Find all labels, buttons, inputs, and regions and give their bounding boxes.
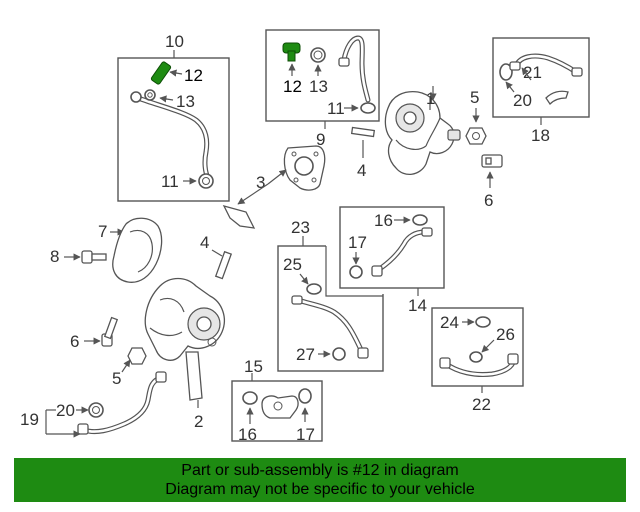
bolt-12-highlight-left[interactable]: [150, 61, 172, 85]
heat-shield-7[interactable]: [112, 217, 163, 283]
callout-1[interactable]: 1: [426, 89, 435, 108]
washer-26[interactable]: [469, 351, 483, 363]
box-14-group: 14 16 17: [339, 206, 445, 315]
washer-27[interactable]: [332, 347, 346, 361]
callout-14[interactable]: 14: [408, 296, 427, 315]
banner-line-2: Diagram may not be specific to your vehi…: [165, 481, 475, 498]
washer-16-lower[interactable]: [242, 391, 258, 405]
callout-22[interactable]: 22: [472, 395, 491, 414]
callout-10[interactable]: 10: [165, 32, 184, 51]
nut-5-left[interactable]: [127, 347, 147, 365]
adapter-15[interactable]: [261, 395, 299, 419]
callout-27[interactable]: 27: [296, 345, 315, 364]
callout-8[interactable]: 8: [50, 247, 59, 266]
parts-diagram: 10 12 13 11 9 12 13 11: [20, 29, 590, 444]
callout-4-upper[interactable]: 4: [357, 161, 366, 180]
turbocharger-2[interactable]: [144, 277, 225, 401]
box-9-group: 9 12 13 11: [265, 29, 380, 149]
box-18-group: 18 21 20: [492, 37, 590, 145]
callout-17-lower[interactable]: 17: [296, 425, 315, 444]
stud-4-upper[interactable]: [350, 126, 376, 138]
callout-18[interactable]: 18: [531, 126, 550, 145]
callout-7[interactable]: 7: [98, 222, 107, 241]
box-10-group: 10 12 13 11: [117, 32, 230, 202]
callout-15[interactable]: 15: [244, 357, 263, 376]
callout-3[interactable]: 3: [256, 173, 265, 192]
callout-17-upper[interactable]: 17: [348, 233, 367, 252]
callout-11-left[interactable]: 11: [161, 172, 179, 191]
callout-26[interactable]: 26: [496, 325, 515, 344]
callout-12-left[interactable]: 12: [184, 66, 203, 85]
washer-24[interactable]: [475, 316, 491, 328]
callout-16-upper[interactable]: 16: [374, 211, 393, 230]
washer-25[interactable]: [306, 283, 322, 295]
callout-19[interactable]: 19: [20, 410, 39, 429]
callout-20-left[interactable]: 20: [56, 401, 75, 420]
callout-6-left[interactable]: 6: [70, 332, 79, 351]
bolt-8[interactable]: [81, 250, 93, 264]
bracket-3[interactable]: [222, 204, 256, 229]
washer-11-left[interactable]: [198, 173, 214, 189]
callout-13-left[interactable]: 13: [176, 92, 195, 111]
bolt-6-right[interactable]: [481, 154, 503, 168]
gasket-20-left[interactable]: [88, 402, 104, 418]
callout-12-center[interactable]: 12: [283, 77, 302, 96]
box-22-group: 22 24 26: [431, 307, 524, 414]
callout-6-right[interactable]: 6: [484, 191, 493, 210]
stud-4-lower[interactable]: [214, 250, 233, 280]
callout-4-lower[interactable]: 4: [200, 233, 209, 252]
callout-16-lower[interactable]: 16: [238, 425, 257, 444]
callout-9[interactable]: 9: [316, 130, 325, 149]
callout-23[interactable]: 23: [291, 218, 310, 237]
callout-25[interactable]: 25: [283, 255, 302, 274]
washer-13-center[interactable]: [310, 47, 326, 63]
box-15-group: 15 16 17: [231, 357, 323, 444]
washer-17-upper[interactable]: [349, 265, 363, 279]
info-banner: Part or sub-assembly is #12 in diagram D…: [14, 458, 626, 502]
tube-fitting-10: [130, 91, 142, 103]
callout-5-left[interactable]: 5: [112, 369, 121, 388]
banner-line-1: Part or sub-assembly is #12 in diagram: [181, 462, 459, 479]
gasket-20-right[interactable]: [499, 63, 513, 81]
washer-13-upper-left[interactable]: [144, 89, 156, 101]
nut-5-right[interactable]: [465, 127, 487, 145]
callout-20-right[interactable]: 20: [513, 91, 532, 110]
callout-24[interactable]: 24: [440, 313, 459, 332]
turbocharger-1[interactable]: [384, 90, 461, 175]
hose-fitting-18[interactable]: [545, 90, 569, 106]
washer-11-center[interactable]: [360, 102, 376, 114]
callout-13-center[interactable]: 13: [309, 77, 328, 96]
washer-17-lower[interactable]: [298, 388, 312, 404]
callout-2[interactable]: 2: [194, 412, 203, 431]
washer-16-upper[interactable]: [412, 214, 428, 226]
callout-5-right[interactable]: 5: [470, 88, 479, 107]
callout-11-center[interactable]: 11: [327, 99, 345, 118]
